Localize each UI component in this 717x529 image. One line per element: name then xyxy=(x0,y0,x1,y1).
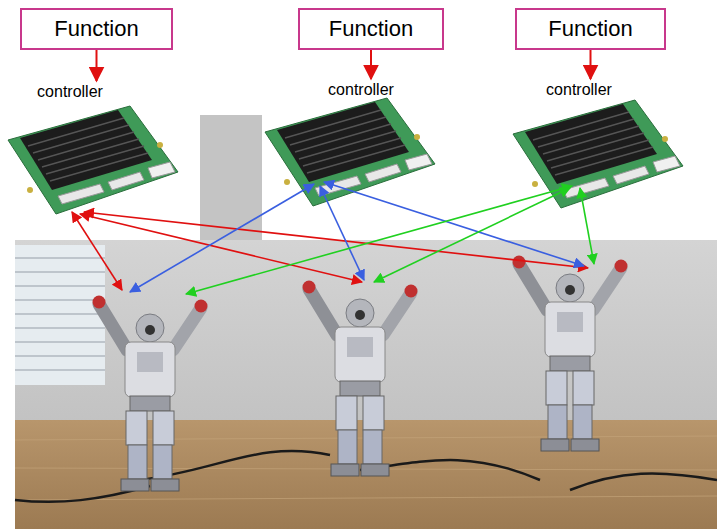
controller-label: controller xyxy=(325,80,397,100)
controller-text: controller xyxy=(546,81,612,99)
function-box: Function xyxy=(20,8,173,50)
function-text: Function xyxy=(548,16,632,42)
controller-text: controller xyxy=(328,81,394,99)
function-arrow xyxy=(370,50,372,79)
function-text: Function xyxy=(329,16,413,42)
function-box: Function xyxy=(298,8,444,50)
function-arrow xyxy=(590,50,592,79)
function-text: Function xyxy=(54,16,138,42)
function-arrow xyxy=(96,50,98,81)
controller-label: controller xyxy=(34,82,106,102)
controller-label: controller xyxy=(543,80,615,100)
function-box: Function xyxy=(515,8,666,50)
controller-text: controller xyxy=(37,83,103,101)
